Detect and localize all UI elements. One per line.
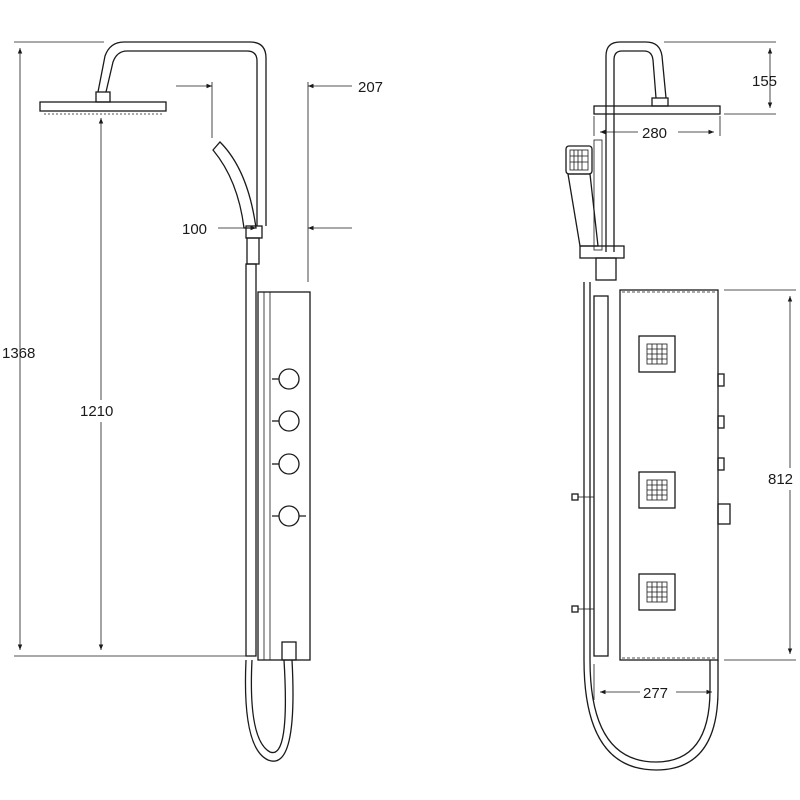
front-hand-shower (565, 139, 603, 251)
dim-head-diameter: 280 (642, 125, 667, 142)
side-view (14, 41, 352, 762)
dim-arm-reach: 207 (358, 79, 383, 96)
side-hand-shower (212, 141, 257, 229)
side-hose (250, 659, 286, 754)
front-view (565, 41, 796, 771)
front-shower-arm (605, 41, 667, 252)
dim-panel-height: 812 (768, 471, 793, 488)
dim-head-drop: 155 (752, 73, 777, 90)
dim-total-height: 1368 (2, 345, 35, 362)
side-panel (245, 263, 311, 661)
side-knob-3 (272, 453, 300, 475)
side-knob-1 (272, 368, 300, 390)
side-dimensions (14, 41, 352, 657)
front-rain-head (593, 97, 721, 115)
side-shower-arm (97, 41, 267, 226)
side-knob-2 (272, 410, 300, 432)
dim-panel-width: 277 (643, 685, 668, 702)
front-dimensions (593, 41, 796, 700)
side-knob-4 (272, 505, 306, 527)
dim-head-height: 1210 (80, 403, 113, 420)
front-body-jet-2 (638, 471, 676, 509)
front-body-jet-3 (638, 573, 676, 611)
front-hose (583, 282, 719, 771)
dim-bar-offset: 100 (182, 221, 207, 238)
side-rain-head (39, 91, 167, 115)
front-body-jet-1 (638, 335, 676, 373)
front-panel (571, 289, 731, 661)
